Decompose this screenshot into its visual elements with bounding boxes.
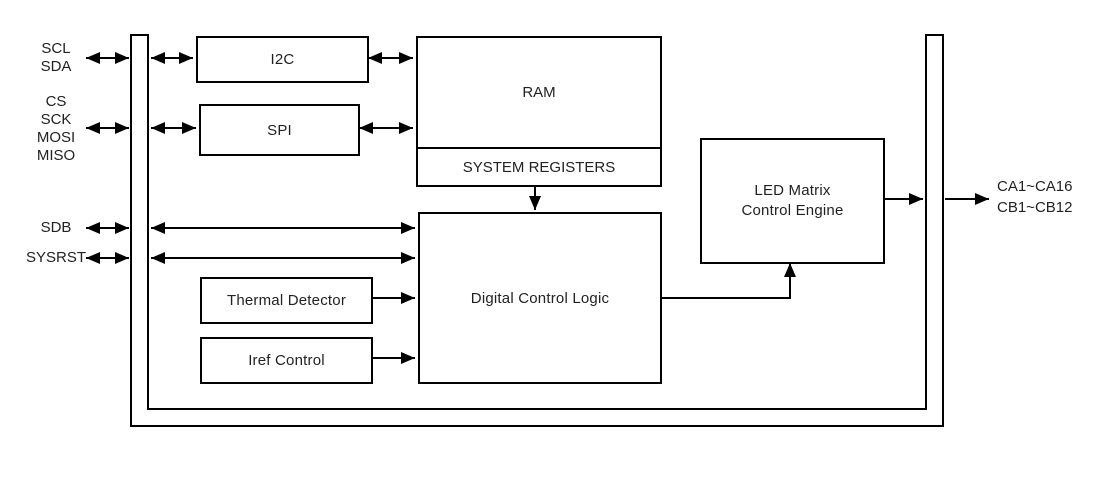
block-iref-control-label: Iref Control (248, 352, 325, 369)
bus-frame (130, 34, 944, 427)
block-led-matrix-label-line1: LED Matrix (754, 182, 831, 199)
block-i2c-label: I2C (270, 51, 295, 68)
pin-label-sda: SDA (40, 58, 72, 75)
block-spi-label: SPI (267, 121, 292, 139)
block-spi: SPI (199, 104, 360, 156)
block-system-registers: SYSTEM REGISTERS (418, 147, 660, 185)
block-led-matrix-label-line2: Control Engine (741, 202, 844, 219)
pin-label-sdb: SDB (40, 219, 72, 236)
pin-label-mosi: MOSI (36, 129, 76, 146)
pin-label-cb-outputs: CB1~CB12 (997, 199, 1073, 216)
block-thermal-detector-label: Thermal Detector (226, 292, 347, 309)
pin-label-sck: SCK (40, 111, 72, 128)
block-led-matrix-control-engine: LED Matrix Control Engine (700, 138, 885, 264)
pin-label-sysrst: SYSRST (25, 249, 86, 266)
block-ram-section: RAM (418, 38, 660, 147)
pin-label-miso: MISO (36, 147, 76, 164)
block-ram-label: RAM (522, 84, 556, 101)
block-digital-control-logic: Digital Control Logic (418, 212, 662, 384)
pin-label-ca-outputs: CA1~CA16 (997, 178, 1073, 195)
block-led-matrix-label: LED Matrix Control Engine (741, 181, 843, 221)
block-thermal-detector: Thermal Detector (200, 277, 373, 324)
block-system-registers-label: SYSTEM REGISTERS (462, 158, 616, 176)
wire-dcl-led (658, 263, 796, 299)
pin-label-cs: CS (45, 93, 67, 110)
block-i2c: I2C (196, 36, 369, 83)
pin-label-scl: SCL (41, 40, 71, 57)
block-iref-control: Iref Control (200, 337, 373, 384)
block-ram: RAM SYSTEM REGISTERS (416, 36, 662, 187)
block-digital-control-logic-label: Digital Control Logic (470, 289, 610, 307)
